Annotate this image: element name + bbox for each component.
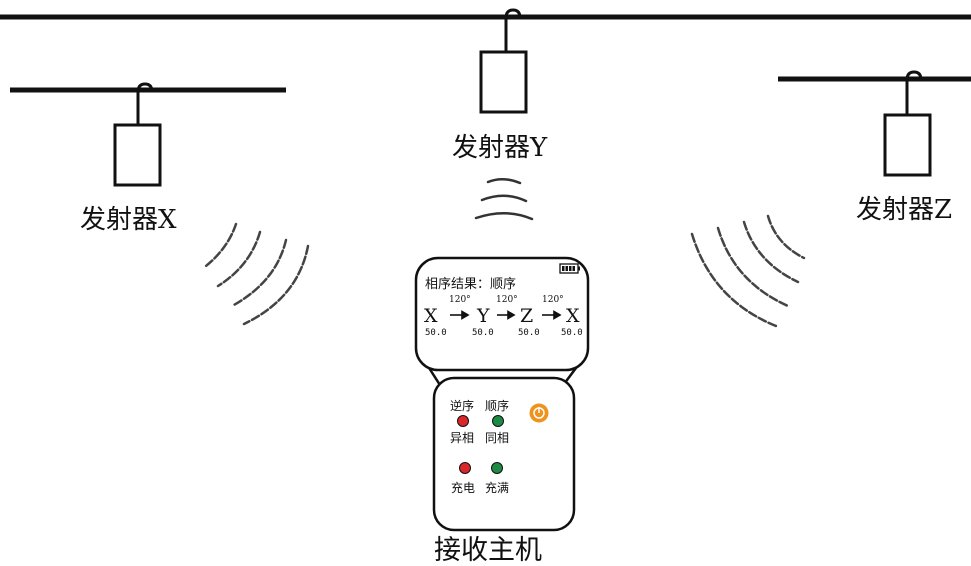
wave-arc [242,244,310,326]
wave-arc [204,222,238,268]
led-red-charge [459,462,471,474]
signal-waves-z [690,214,806,328]
wave-arc [216,230,262,288]
wave-arc [480,194,528,203]
led-green-charge [491,462,503,474]
transmitter-y-label: 发射器Y [452,133,548,163]
phase-value: 50.0 [561,328,583,338]
transmitter-x-label: 发射器X [80,205,177,235]
wave-arc [742,220,800,284]
transmitter-body [883,113,932,177]
wave-arc [716,226,790,308]
arrow-icon [450,310,470,320]
phase-letter: Y [476,305,490,327]
phase-letter: X [566,305,580,327]
receiver-host: 相序结果：顺序 X Y Z X 120° 120° 120° 50.0 50.0… [414,256,590,566]
phase-letter: X [424,305,438,327]
transmitter-y: 发射器Y [452,8,548,163]
phase-letter: Z [520,305,533,327]
phase-value: 50.0 [472,328,494,338]
phase-value: 50.0 [518,328,540,338]
signal-waves-y [474,178,534,221]
arrow-icon [542,310,562,320]
transmitter-z-label: 发射器Z [856,195,952,225]
transmitter-body [113,123,162,187]
wave-arc [766,214,806,260]
signal-waves-x [204,222,310,326]
led-red-sequence [457,415,469,427]
indicator-same-phase-label: 同相 [485,431,509,445]
transmitter-body [479,50,528,114]
hook-icon [136,82,154,125]
phase-angle: 120° [496,295,518,305]
receiver-screen [414,256,590,372]
receiver-label: 接收主机 [434,535,542,566]
battery-icon [559,263,580,274]
arrow-icon [497,310,516,320]
phase-angle: 120° [542,295,564,305]
indicator-reverse-label: 逆序 [450,398,474,413]
wave-arc [474,212,534,221]
indicator-forward-label: 顺序 [485,398,509,413]
phase-result-text: 相序结果：顺序 [425,277,516,292]
wave-arc [486,178,522,185]
indicator-full-label: 充满 [485,480,509,495]
indicator-diff-phase-label: 异相 [450,431,474,445]
hook-icon [504,8,522,52]
led-green-sequence [492,415,504,427]
transmitter-x: 发射器X [80,82,177,235]
transmitter-z: 发射器Z [856,70,952,225]
indicator-charging-label: 充电 [451,480,475,495]
wave-arc [690,232,778,328]
hook-icon [905,70,923,115]
wave-arc [230,238,288,308]
power-button[interactable] [529,403,549,423]
phase-value: 50.0 [425,328,447,338]
phase-angle: 120° [449,295,471,305]
